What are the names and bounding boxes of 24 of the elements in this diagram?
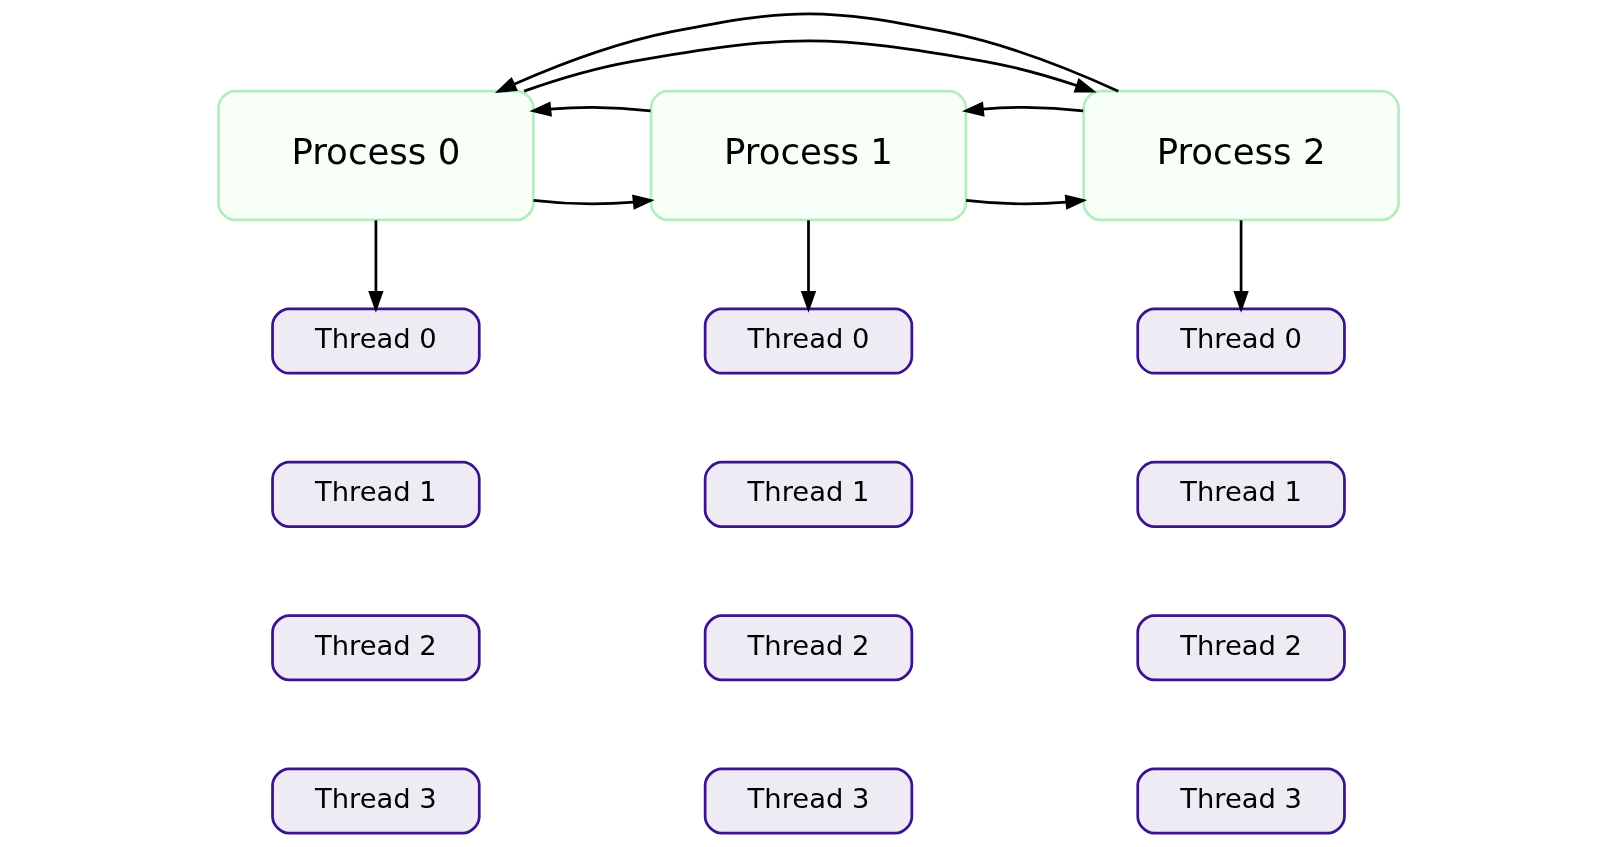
node-box: Thread 2 (1136, 614, 1346, 682)
node-box: Thread 3 (1136, 767, 1346, 835)
node-box: Thread 0 (703, 307, 914, 375)
arrow (800, 220, 817, 313)
arrow (523, 39, 1097, 93)
node-box: Thread 2 (271, 614, 481, 682)
node-box: Thread 0 (271, 307, 481, 375)
arrow (965, 194, 1088, 210)
node-box: Process 2 (1082, 89, 1400, 222)
node-box: Thread 1 (1136, 460, 1346, 528)
node-box: Thread 3 (703, 767, 914, 835)
node-box: Thread 2 (703, 614, 914, 682)
arrow (368, 220, 384, 313)
node-box: Thread 1 (703, 460, 914, 528)
node-box: Process 1 (649, 89, 968, 222)
arrow (494, 12, 1119, 93)
node-box: Thread 0 (1136, 307, 1346, 375)
arrow (529, 101, 651, 117)
node-box: Thread 3 (271, 767, 481, 835)
node-box: Thread 1 (271, 460, 481, 528)
arrow (533, 194, 655, 210)
arrow (1233, 220, 1249, 313)
node-box: Process 0 (217, 89, 535, 222)
arrow (961, 101, 1084, 117)
